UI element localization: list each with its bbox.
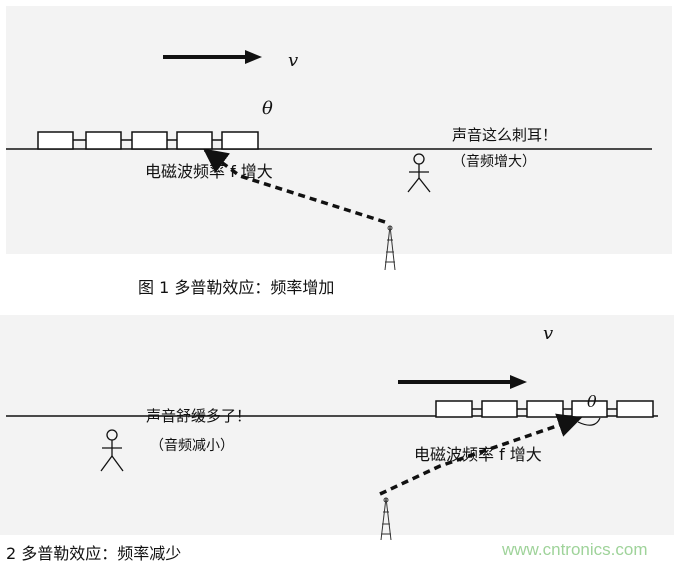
angle-label: θ — [262, 98, 273, 119]
antenna-tower-icon — [384, 225, 396, 271]
angle-arc-2 — [577, 417, 601, 426]
train-car — [221, 131, 259, 150]
person-icon — [100, 429, 124, 472]
train-car — [435, 400, 473, 418]
figure-caption: 图 1 多普勒效应：频率增加 — [138, 278, 335, 297]
wave-text: 电磁波频率 f 增大 — [145, 162, 273, 181]
wave-path-2 — [379, 413, 583, 496]
train-car — [481, 400, 518, 418]
train-car — [526, 400, 564, 418]
train-2 — [435, 400, 654, 418]
sound-text: 声音这么刺耳！ — [452, 126, 558, 144]
watermark: www.cntronics.com — [502, 540, 648, 559]
figure-1-panel — [6, 6, 672, 254]
velocity-label: v — [288, 50, 299, 71]
wave-text: 电磁波频率 f 增大 — [414, 445, 542, 464]
person-icon — [407, 153, 431, 193]
arrow-right-icon — [398, 375, 527, 389]
antenna-tower-icon — [380, 497, 392, 541]
wave-path-1 — [203, 148, 386, 224]
arrow-right-icon — [163, 50, 262, 64]
figure-caption: 2 多普勒效应：频率减少 — [6, 544, 182, 563]
sound-note: （音频减小） — [150, 438, 234, 454]
sound-note: （音频增大） — [452, 154, 536, 170]
train-car — [176, 131, 213, 150]
train-1 — [37, 131, 259, 150]
angle-label: θ — [587, 392, 597, 411]
train-car — [131, 131, 168, 150]
velocity-label: v — [543, 323, 554, 344]
train-car — [85, 131, 122, 150]
train-car — [616, 400, 654, 418]
train-car — [37, 131, 74, 150]
sound-text: 声音舒缓多了！ — [146, 407, 252, 425]
